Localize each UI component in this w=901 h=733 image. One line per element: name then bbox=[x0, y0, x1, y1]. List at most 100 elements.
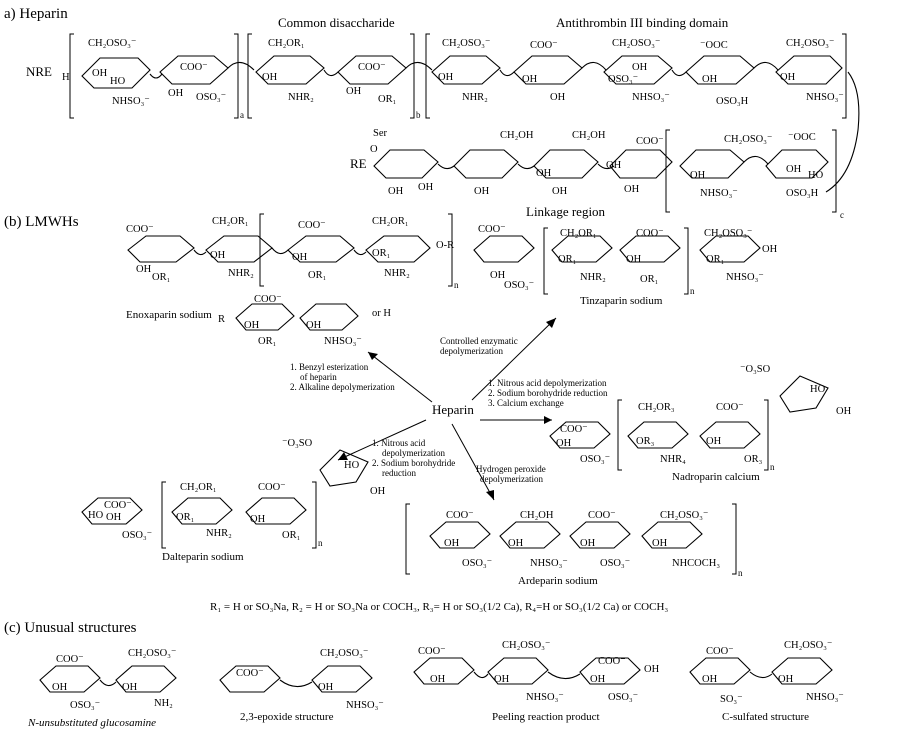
group-o3so: ⁻O₃SO bbox=[282, 438, 313, 449]
r-label: R bbox=[218, 314, 225, 325]
common-ring-1: CH₂OR₁ OH NHR₂ bbox=[255, 38, 325, 103]
linkage-ring-1: O OH OH bbox=[370, 144, 439, 197]
group-or1: OR₁ bbox=[258, 336, 276, 347]
group-coo: COO⁻ bbox=[636, 228, 664, 239]
common-ring-2: COO⁻ OH OR₁ bbox=[337, 55, 407, 105]
ardeparin-label: Ardeparin sodium bbox=[518, 575, 598, 587]
tinz-bracket-right bbox=[684, 227, 689, 295]
group-oso3: OSO₃⁻ bbox=[608, 74, 638, 85]
atiii-ring-1: CH₂OSO₃⁻ OH NHR₂ bbox=[431, 38, 501, 103]
arrow-tinzaparin bbox=[471, 317, 557, 401]
group-nhso3: NHSO₃⁻ bbox=[806, 92, 844, 103]
group-oh: OH bbox=[508, 538, 524, 549]
group-ch2or1: CH₂OR₁ bbox=[560, 228, 597, 239]
process-line: depolymerization bbox=[382, 448, 445, 458]
group-oh: OH bbox=[606, 160, 622, 171]
group-coo: COO⁻ bbox=[598, 656, 626, 667]
group-nhso3: NHSO₃⁻ bbox=[632, 92, 670, 103]
group-oh: OH bbox=[626, 254, 642, 265]
bracket-atiii-right bbox=[842, 33, 847, 119]
group-ch2oso3: CH₂OSO₃⁻ bbox=[442, 38, 490, 49]
group-ch2or1: CH₂OR₁ bbox=[212, 216, 249, 227]
atiii-ring-3: CH₂OSO₃⁻ OH OSO₃⁻ NHSO₃⁻ bbox=[603, 38, 673, 103]
process-nadroparin: 1. Nitrous acid depolymerization 2. Sodi… bbox=[488, 378, 608, 408]
c-sulfated-label: C-sulfated structure bbox=[722, 711, 809, 723]
group-oh: OH bbox=[706, 436, 722, 447]
group-oh: OH bbox=[346, 86, 362, 97]
group-nhcoch3: NHCOCH₃ bbox=[672, 558, 720, 569]
atiii-ring-2: COO⁻ OH OH bbox=[513, 40, 583, 103]
peeling-label: Peeling reaction product bbox=[492, 711, 600, 723]
group-or1: OR₁ bbox=[282, 530, 300, 541]
group-oh: OH bbox=[106, 512, 122, 523]
group-coo: COO⁻ bbox=[446, 510, 474, 521]
arrow-enoxaparin bbox=[367, 351, 433, 403]
process-tinzaparin: Controlled enzymatic depolymerization bbox=[440, 336, 518, 356]
group-nhso3: NHSO₃⁻ bbox=[526, 692, 564, 703]
group-oh: OH bbox=[632, 62, 648, 73]
group-oso3h: OSO₃H bbox=[716, 96, 749, 107]
enoxaparin-terminal: R COO⁻ OH OR₁ OH NHSO₃⁻ or H bbox=[218, 294, 391, 347]
group-or: O-R bbox=[436, 240, 454, 251]
group-or1: OR₁ bbox=[558, 254, 576, 265]
group-nhr2: NHR₂ bbox=[462, 92, 488, 103]
group-ho: HO bbox=[110, 76, 126, 87]
group-or1: OR₁ bbox=[176, 512, 194, 523]
process-line: reduction bbox=[382, 468, 416, 478]
group-coo: COO⁻ bbox=[478, 224, 506, 235]
group-ooc: ⁻OOC bbox=[788, 132, 816, 143]
arde-bracket-right bbox=[732, 503, 737, 575]
group-oh: OH bbox=[702, 674, 718, 685]
group-oso3: OSO₃⁻ bbox=[608, 692, 638, 703]
group-or1: OR₁ bbox=[640, 274, 658, 285]
process-line: 2. Alkaline depolymerization bbox=[290, 382, 395, 392]
group-nhso3: NHSO₃⁻ bbox=[112, 96, 150, 107]
group-oso3: OSO₃⁻ bbox=[70, 700, 100, 711]
group-oh: OH bbox=[652, 538, 668, 549]
group-ch2oh: CH₂OH bbox=[500, 130, 534, 141]
process-line: of heparin bbox=[300, 372, 337, 382]
epoxide-label: 2,3-epoxide structure bbox=[240, 711, 334, 723]
enox-bracket-right bbox=[448, 213, 453, 287]
group-oh: OH bbox=[122, 682, 138, 693]
process-line: 2. Sodium borohydride reduction bbox=[488, 388, 608, 398]
group-coo: COO⁻ bbox=[254, 294, 282, 305]
group-oh: OH bbox=[388, 186, 404, 197]
nadro-bracket-right bbox=[764, 399, 769, 471]
group-ch2oso3: CH₂OSO₃⁻ bbox=[660, 510, 708, 521]
nadro-bracket-left bbox=[617, 399, 622, 471]
link-c1 bbox=[99, 679, 117, 687]
group-oh: OH bbox=[292, 252, 308, 263]
group-oh: OH bbox=[624, 184, 640, 195]
group-ch2oh: CH₂OH bbox=[572, 130, 606, 141]
group-coo: COO⁻ bbox=[236, 668, 264, 679]
group-o3so: ⁻O₃SO bbox=[740, 364, 771, 375]
arrow-ardeparin bbox=[451, 423, 495, 501]
group-nhso3: NHSO₃⁻ bbox=[726, 272, 764, 283]
group-oh: OH bbox=[552, 186, 568, 197]
c-sulfated-structure: COO⁻ OH SO₃⁻ CH₂OSO₃⁻ OH NHSO₃⁻ bbox=[689, 640, 844, 705]
group-oh: OH bbox=[244, 320, 260, 331]
linkage-ring-2: CH₂OH OH bbox=[453, 130, 534, 197]
group-oh: OH bbox=[168, 88, 184, 99]
process-line: depolymerization bbox=[440, 346, 503, 356]
group-oh: OH bbox=[210, 250, 226, 261]
linkage-ring-4: COO⁻ OH OH bbox=[606, 136, 673, 195]
group-oh: OH bbox=[702, 74, 718, 85]
group-nhr4: NHR₄ bbox=[660, 454, 686, 465]
section-a-label: a) Heparin bbox=[4, 6, 68, 22]
group-ch2oso3: CH₂OSO₃⁻ bbox=[502, 640, 550, 651]
group-oh: OH bbox=[762, 244, 778, 255]
group-ooc: ⁻OOC bbox=[700, 40, 728, 51]
substituent-legend: R₁ = H or SO₃Na, R₂ = H or SO₃Na or COCH… bbox=[210, 601, 668, 613]
group-ch2oso3: CH₂OSO₃⁻ bbox=[320, 648, 368, 659]
group-ch2or1: CH₂OR₁ bbox=[268, 38, 305, 49]
group-oh: OH bbox=[836, 406, 852, 417]
group-oh: OH bbox=[306, 320, 322, 331]
group-nh2: NH₂ bbox=[154, 698, 173, 709]
group-ho: HO bbox=[344, 460, 360, 471]
group-oh: OH bbox=[494, 674, 510, 685]
atiii-ring-4: ⁻OOC OH OSO₃H bbox=[685, 40, 755, 107]
nadro-subscript-n: n bbox=[770, 462, 775, 472]
dalteparin-structure: ⁻O₃SO HO OH HO COO⁻ OH OSO₃⁻ CH₂OR₁ OR₁ … bbox=[81, 438, 386, 549]
